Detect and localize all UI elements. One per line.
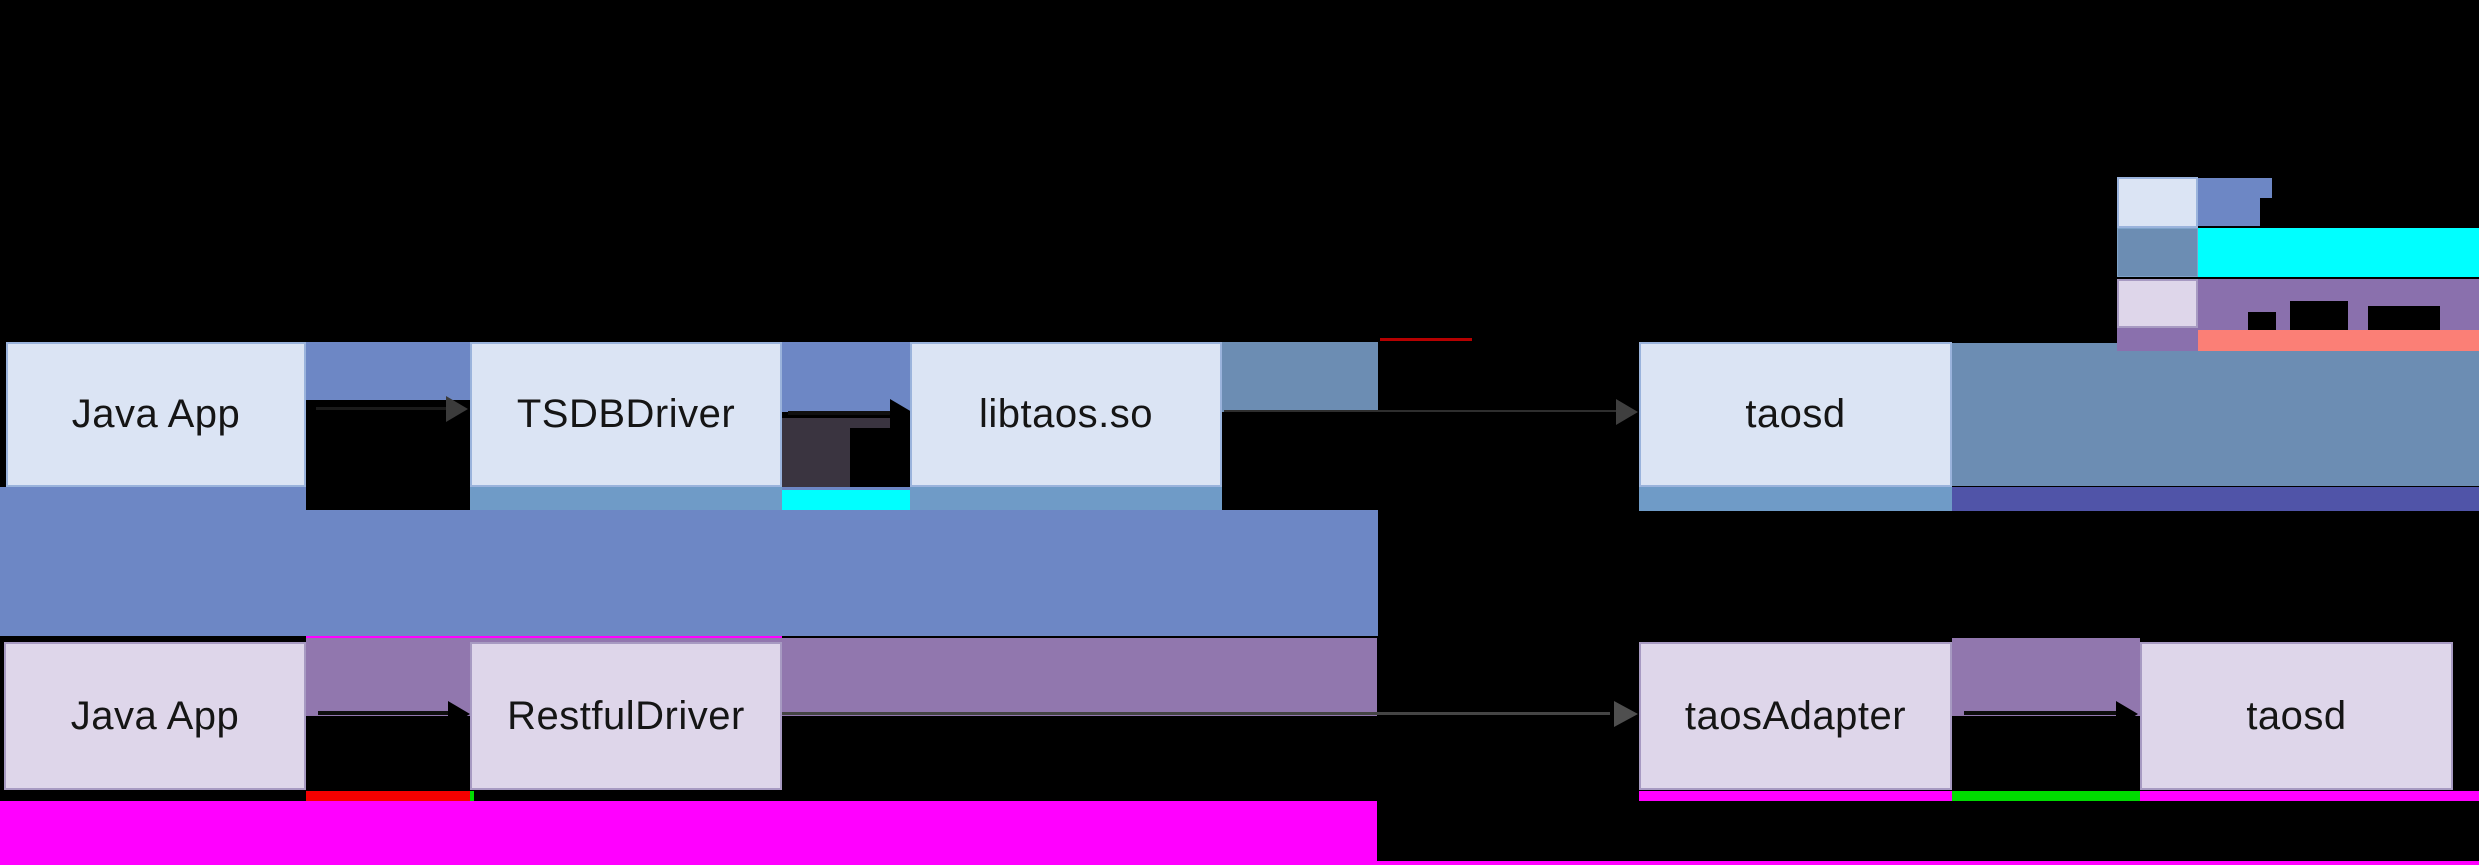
legend-row3-text-mask-3 bbox=[2248, 312, 2276, 330]
node-java-app-restful: Java App bbox=[4, 642, 306, 790]
jni-connector-band-2 bbox=[782, 342, 910, 412]
arrow-restfuldriver-taosadapter bbox=[782, 712, 1610, 715]
legend-row1-text-mask bbox=[2260, 198, 2272, 226]
gap-stripe-mask-1 bbox=[306, 487, 470, 510]
red-divider-line bbox=[1380, 338, 1472, 341]
indigo-stripe bbox=[1952, 487, 2479, 511]
node-tsdbdriver: TSDBDriver bbox=[470, 342, 782, 487]
magenta-host-band bbox=[0, 801, 1377, 861]
red-stripe bbox=[306, 791, 470, 801]
stripe-under-tsdbdriver bbox=[470, 487, 782, 510]
cyan-highlight-stripe bbox=[782, 490, 910, 510]
legend-purple-extension bbox=[2117, 328, 2198, 351]
arrowhead-restfuldriver-taosadapter bbox=[1614, 701, 1638, 727]
node-taosd-jni: taosd bbox=[1639, 342, 1952, 487]
node-label: RestfulDriver bbox=[507, 693, 745, 738]
adapter-connector-band bbox=[1952, 638, 2140, 716]
node-taosadapter: taosAdapter bbox=[1639, 642, 1952, 790]
legend-row2-band bbox=[2198, 228, 2479, 277]
arrow-javaapp-tsdbdriver bbox=[316, 407, 448, 410]
arrow-javaapp-restfuldriver bbox=[318, 711, 450, 715]
gap-stripe-mask-2 bbox=[1222, 487, 1378, 510]
node-label: taosd bbox=[2246, 693, 2347, 738]
node-label: taosd bbox=[1745, 392, 1846, 436]
legend-row3-text-mask-2 bbox=[2368, 306, 2440, 330]
jni-right-band bbox=[1222, 342, 1378, 412]
node-taosd-restful: taosd bbox=[2140, 642, 2453, 790]
stripe-under-taosd bbox=[1639, 487, 1952, 511]
steel-blue-band-swatch bbox=[2117, 228, 2198, 277]
green-sliver bbox=[470, 791, 474, 801]
legend-row4-band bbox=[2198, 330, 2479, 351]
node-label: TSDBDriver bbox=[516, 392, 736, 436]
arrowhead-javaapp-restfuldriver bbox=[448, 701, 470, 727]
node-label: Java App bbox=[70, 693, 240, 738]
node-java-app-jni: Java App bbox=[6, 342, 306, 487]
jni-connector-band-1 bbox=[306, 342, 470, 400]
arrow-tsdbdriver-libtaos bbox=[788, 411, 890, 415]
magenta-bottom-line bbox=[0, 861, 2479, 865]
magenta-stripe-under-taosd bbox=[2140, 791, 2479, 801]
light-blue-node-swatch bbox=[2117, 177, 2198, 228]
green-stripe bbox=[1952, 791, 2140, 801]
arrow-libtaos-taosd bbox=[1224, 410, 1616, 412]
node-label: Java App bbox=[71, 392, 241, 436]
node-label: taosAdapter bbox=[1684, 693, 1907, 738]
arrowhead-javaapp-tsdbdriver bbox=[446, 396, 468, 422]
node-libtaos: libtaos.so bbox=[910, 342, 1222, 487]
legend-row1-band bbox=[2198, 178, 2272, 226]
legend-row3-text-mask-1 bbox=[2290, 301, 2348, 330]
magenta-stripe-under-taosadapter bbox=[1639, 791, 1952, 801]
node-label: libtaos.so bbox=[979, 392, 1153, 436]
arrow-taosadapter-taosd bbox=[1964, 711, 2122, 715]
mauve-top-hairline bbox=[306, 636, 782, 639]
lavender-node-swatch bbox=[2117, 279, 2198, 328]
taosd-server-band bbox=[1952, 343, 2479, 486]
jni-host-band bbox=[0, 487, 1378, 636]
node-restfuldriver: RestfulDriver bbox=[470, 642, 782, 790]
arrowhead-libtaos-taosd bbox=[1616, 399, 1638, 425]
arrowhead-taosadapter-taosd bbox=[2116, 701, 2138, 727]
stripe-under-libtaos bbox=[910, 487, 1222, 510]
